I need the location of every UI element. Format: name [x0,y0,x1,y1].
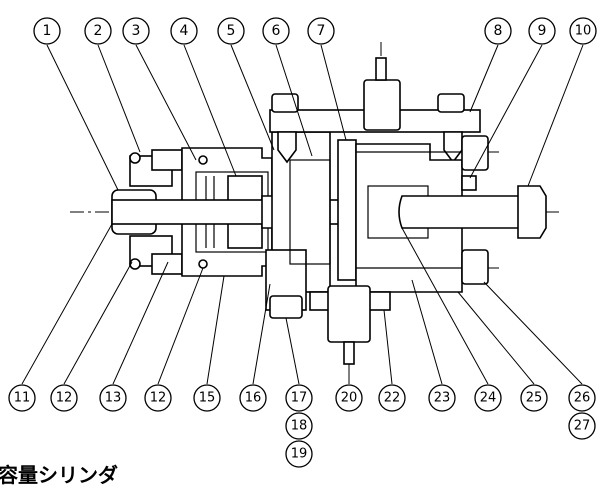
rear-bolts [398,135,547,285]
bottom-bracket [269,285,391,365]
balloon-16: 16 [239,384,267,412]
balloon-17: 17 [285,384,313,412]
balloon-12b: 12 [144,384,172,412]
balloon-20: 20 [335,384,363,412]
plate [337,139,357,281]
balloon-18: 18 [285,412,313,440]
balloon-1: 1 [33,17,61,45]
svg-text:5: 5 [227,23,236,39]
svg-text:25: 25 [526,391,543,406]
balloon-5: 5 [217,17,245,45]
svg-text:17: 17 [291,391,308,406]
svg-text:19: 19 [291,447,308,462]
balloon-15: 15 [193,384,221,412]
svg-text:10: 10 [575,24,592,39]
svg-text:24: 24 [480,391,497,406]
svg-text:1: 1 [43,23,52,39]
balloon-12: 12 [50,384,78,412]
balloon-2: 2 [84,17,112,45]
balloon-9: 9 [528,17,556,45]
svg-text:2: 2 [94,23,103,39]
svg-text:3: 3 [132,23,141,39]
balloon-8: 8 [484,17,512,45]
balloon-24: 24 [474,384,502,412]
svg-text:22: 22 [384,391,401,406]
balloon-19: 19 [285,440,313,468]
balloon-27: 27 [568,412,596,440]
svg-text:26: 26 [574,391,591,406]
svg-text:12: 12 [56,391,73,406]
svg-text:8: 8 [494,23,503,39]
top-bracket [269,57,481,164]
svg-text:23: 23 [434,391,451,406]
balloon-23: 23 [428,384,456,412]
svg-text:27: 27 [574,419,591,434]
svg-text:16: 16 [245,391,262,406]
svg-text:13: 13 [105,391,122,406]
balloon-3: 3 [122,17,150,45]
balloon-13: 13 [99,384,127,412]
balloon-4: 4 [170,17,198,45]
balloon-6: 6 [262,17,290,45]
balloon-7: 7 [307,17,335,45]
flange-block [265,131,331,311]
balloon-26: 26 [568,384,596,412]
svg-text:20: 20 [341,391,358,406]
balloon-10: 10 [569,17,597,45]
svg-text:18: 18 [291,419,308,434]
drawing-caption: 容量シリンダ [0,463,118,486]
svg-text:12: 12 [150,391,167,406]
svg-text:9: 9 [538,23,547,39]
leader-lines [21,44,584,385]
svg-text:11: 11 [14,391,31,406]
balloon-22: 22 [378,384,406,412]
balloon-25: 25 [520,384,548,412]
svg-text:6: 6 [272,23,281,39]
balloon-11: 11 [8,384,36,412]
svg-text:4: 4 [180,23,189,39]
svg-text:15: 15 [199,391,216,406]
svg-text:7: 7 [317,23,326,39]
